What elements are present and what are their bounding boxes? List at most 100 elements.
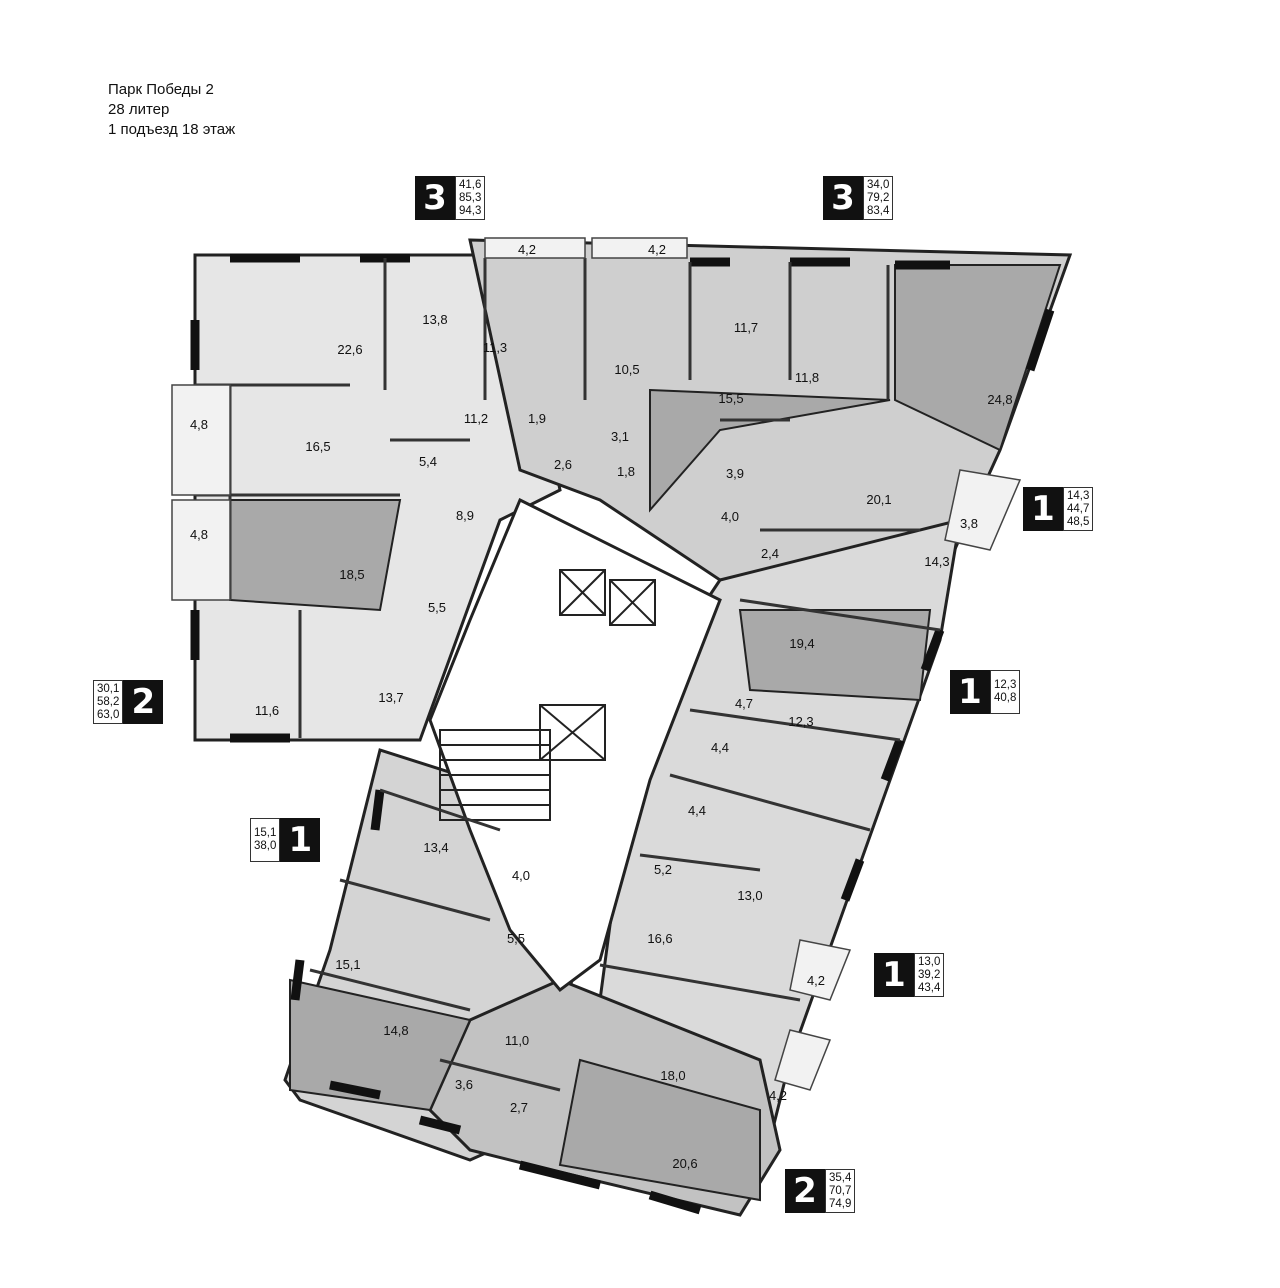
- project-name: Парк Победы 2: [108, 81, 214, 98]
- room-area-label: 5,4: [419, 454, 437, 469]
- room-area-label: 8,9: [456, 508, 474, 523]
- room-area-label: 4,7: [735, 696, 753, 711]
- room-area-label: 3,8: [960, 516, 978, 531]
- dark-rooms: [229, 264, 1062, 1202]
- room-area-label: 15,1: [335, 957, 360, 972]
- area-values: 12,3 40,8: [990, 670, 1021, 714]
- room-area-label: 4,4: [688, 803, 706, 818]
- area-with-balcony: 94,3: [459, 204, 482, 217]
- area-living: 35,4: [829, 1171, 852, 1184]
- room-area-label: 4,0: [721, 509, 739, 524]
- entrance-floor: 1 подъезд 18 этаж: [108, 121, 236, 138]
- apartment-badge-left-1: 1 15,1 38,0: [250, 818, 321, 862]
- room-area-label: 4,8: [190, 417, 208, 432]
- room-area-label: 4,2: [518, 242, 536, 257]
- room-area-label: 2,7: [510, 1100, 528, 1115]
- room-area-label: 5,5: [428, 600, 446, 615]
- area-values: 15,1 38,0: [250, 818, 281, 862]
- rooms-count: 1: [280, 818, 321, 862]
- room-area-label: 14,3: [924, 554, 949, 569]
- plan-header: Парк Победы 2 28 литер 1 подъезд 18 этаж: [108, 80, 235, 140]
- room-area-label: 11,0: [505, 1033, 529, 1048]
- apartment-badge-left-2: 2 30,1 58,2 63,0: [93, 680, 164, 724]
- area-total: 44,7: [1067, 502, 1090, 515]
- area-total: 58,2: [97, 695, 120, 708]
- room-area-label: 11,7: [734, 320, 758, 335]
- room-area-label: 14,8: [383, 1023, 408, 1038]
- room-area-label: 2,4: [761, 546, 779, 561]
- room-area-label: 19,4: [789, 636, 814, 651]
- area-living: 15,1: [254, 827, 277, 839]
- area-with-balcony: 43,4: [918, 981, 941, 994]
- central-core: [428, 497, 722, 993]
- room-area-label: 12,3: [788, 714, 813, 729]
- area-with-balcony: 83,4: [867, 204, 890, 217]
- area-values: 41,6 85,3 94,3: [455, 176, 486, 220]
- room-area-label: 13,0: [737, 888, 762, 903]
- room-area-label: 15,5: [718, 391, 743, 406]
- room-area-label: 11,2: [464, 411, 488, 426]
- area-total: 70,7: [829, 1184, 852, 1197]
- area-living: 13,0: [918, 955, 941, 968]
- room-area-label: 4,2: [807, 973, 825, 988]
- rooms-count: 1: [874, 953, 914, 997]
- room-area-label: 22,6: [337, 342, 362, 357]
- room-area-label: 5,2: [654, 862, 672, 877]
- rooms-count: 2: [123, 680, 164, 724]
- area-values: 13,0 39,2 43,4: [914, 953, 945, 997]
- room-area-label: 13,8: [422, 312, 447, 327]
- room-area-label: 13,4: [423, 840, 448, 855]
- exterior-walls: [190, 253, 1055, 1215]
- room-area-label: 11,6: [255, 703, 279, 718]
- room-area-label: 11,8: [795, 370, 819, 385]
- room-area-label: 24,8: [987, 392, 1012, 407]
- room-area-label: 18,0: [660, 1068, 685, 1083]
- area-values: 34,0 79,2 83,4: [863, 176, 894, 220]
- area-living: 12,3: [994, 679, 1017, 691]
- room-area-label: 5,5: [507, 931, 525, 946]
- area-living: 14,3: [1067, 489, 1090, 502]
- room-area-label: 2,6: [554, 457, 572, 472]
- area-values: 35,4 70,7 74,9: [825, 1169, 856, 1213]
- apartment-badge-right-3: 1 13,0 39,2 43,4: [874, 953, 945, 997]
- area-living: 41,6: [459, 178, 482, 191]
- area-living: 34,0: [867, 178, 890, 191]
- apartment-badge-right-1: 1 14,3 44,7 48,5: [1023, 487, 1094, 531]
- room-area-label: 20,1: [866, 492, 891, 507]
- area-total: 38,0: [254, 840, 277, 852]
- room-area-label: 4,4: [711, 740, 729, 755]
- room-area-label: 3,9: [726, 466, 744, 481]
- room-area-label: 3,1: [611, 429, 629, 444]
- building-name: 28 литер: [108, 101, 170, 118]
- apartment-badge-top-left: 3 41,6 85,3 94,3: [415, 176, 486, 220]
- rooms-count: 3: [823, 176, 863, 220]
- area-with-balcony: 74,9: [829, 1197, 852, 1210]
- elevator-1: [559, 569, 606, 616]
- core-elements: [439, 569, 656, 821]
- room-area-label: 10,5: [614, 362, 639, 377]
- room-area-label: 4,2: [769, 1088, 787, 1103]
- room-area-label: 3,6: [455, 1077, 473, 1092]
- room-area-label: 16,6: [647, 931, 672, 946]
- area-total: 85,3: [459, 191, 482, 204]
- area-values: 14,3 44,7 48,5: [1063, 487, 1094, 531]
- area-total: 79,2: [867, 191, 890, 204]
- area-total: 39,2: [918, 968, 941, 981]
- balconies: [171, 237, 1022, 1091]
- room-area-label: 4,0: [512, 868, 530, 883]
- room-area-label: 11,3: [483, 340, 507, 355]
- room-area-label: 18,5: [339, 567, 364, 582]
- apartment-badge-top-right: 3 34,0 79,2 83,4: [823, 176, 894, 220]
- elevator-2: [609, 579, 656, 626]
- room-area-label: 4,2: [648, 242, 666, 257]
- room-area-label: 4,8: [190, 527, 208, 542]
- elevator-3: [539, 704, 606, 761]
- apartment-badge-right-2: 1 12,3 40,8: [950, 670, 1021, 714]
- area-with-balcony: 48,5: [1067, 515, 1090, 528]
- apartment-badge-bottom: 2 35,4 70,7 74,9: [785, 1169, 856, 1213]
- area-total: 40,8: [994, 692, 1017, 704]
- room-area-label: 20,6: [672, 1156, 697, 1171]
- area-values: 30,1 58,2 63,0: [93, 680, 124, 724]
- room-area-label: 1,9: [528, 411, 546, 426]
